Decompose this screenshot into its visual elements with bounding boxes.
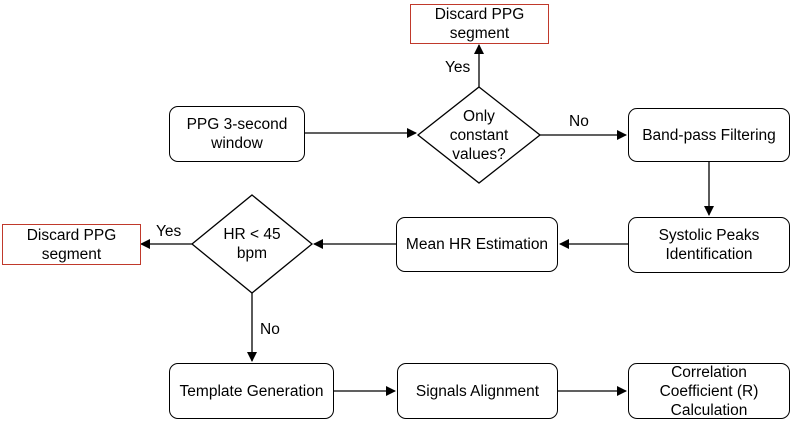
hr-threshold-label: HR < 45 bpm <box>223 226 281 262</box>
ppg-window-box: PPG 3-second window <box>169 106 305 162</box>
edge-label-no-down: No <box>260 321 280 338</box>
mean-hr-estimation-box: Mean HR Estimation <box>396 217 558 272</box>
discard-segment-left: Discard PPG segment <box>2 224 141 265</box>
template-generation-box: Template Generation <box>169 363 334 419</box>
constant-values-label: Only constant values? <box>449 107 509 163</box>
edge-label-yes-top: Yes <box>445 59 471 76</box>
constant-values-diamond <box>416 86 542 184</box>
edge-label-no-right: No <box>569 113 589 130</box>
discard-segment-top: Discard PPG segment <box>410 4 549 44</box>
bandpass-filtering-box: Band-pass Filtering <box>628 108 790 162</box>
signals-alignment-box: Signals Alignment <box>397 363 558 419</box>
correlation-coefficient-box: Correlation Coefficient (R) Calculation <box>628 363 790 419</box>
edge-label-yes-left: Yes <box>156 223 182 240</box>
systolic-peaks-box: Systolic Peaks Identification <box>628 217 790 273</box>
